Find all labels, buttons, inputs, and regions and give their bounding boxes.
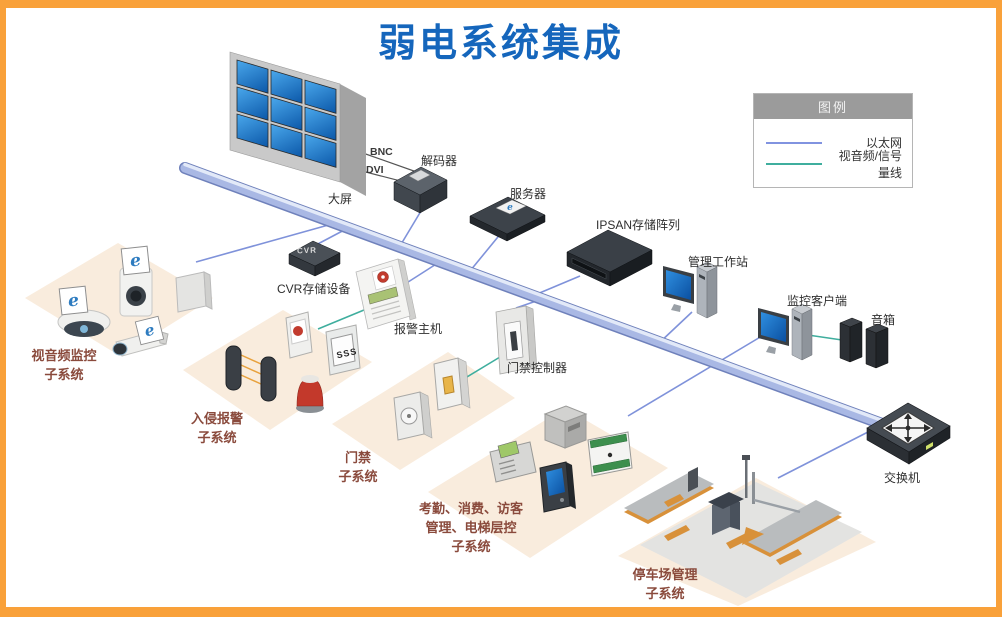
alarm-host-panel [355,258,417,330]
parking-scene [624,455,862,598]
label-line: 子系统 [451,538,491,554]
beam-sensor-icon [225,345,242,391]
server-brand-e-icon: e [507,203,513,213]
brand-e-icon: e [120,245,151,276]
signal-line-swatch [766,162,822,165]
subsystem-label-intrusion-alarm: 入侵报警 子系统 [176,410,258,448]
legend-item-ethernet: 以太网 [766,132,902,153]
line-alarm-intrusion [317,309,365,330]
alarm-keypad [370,300,402,320]
workstation-pc [663,261,718,319]
video-wall [229,51,366,196]
workstation-label: 管理工作站 [688,255,749,269]
line-server [469,231,503,272]
label-line: 入侵报警 [190,411,243,426]
barrier-pole [752,472,755,504]
speaker-label: 音箱 [871,313,896,327]
road-strip [664,525,690,541]
panic-button-icon [293,326,303,336]
label-line: 视音频监控 [31,348,97,363]
cvr-badge: CVR [296,245,318,256]
label-line: 子系统 [645,585,685,601]
big-screen-label: 大屏 [328,192,353,206]
attendance-devices [489,405,633,513]
barrier-arm [753,498,801,514]
ipsan-box [566,229,653,287]
ipsan-label: IPSAN存储阵列 [596,218,681,232]
decoder-logo-icon [408,169,431,182]
label-line: 门禁 [344,450,371,465]
wall-panel-icon [175,271,207,313]
label-line: 停车场管理 [632,567,698,582]
mast-pole [745,458,748,498]
legend-label: 视音频/信号量线 [838,148,902,180]
ir-beams [240,354,262,385]
beam-sensor-icon [260,356,277,402]
legend-box: 图例 以太网 视音频/信号量线 [753,93,913,188]
alarm-lcd [367,286,399,305]
alarm-host-label: 报警主机 [394,322,443,336]
switch-box [866,402,951,465]
legend-label: 以太网 [865,136,902,150]
cvr-box [288,240,341,277]
subsystem-label-parking: 停车场管理 子系统 [615,566,715,604]
brand-e-icon: e [58,285,89,316]
legend-item-signal: 视音频/信号量线 [766,149,902,180]
label-line: 考勤、消费、访客 [418,501,523,516]
road-strip [776,549,802,565]
subsystem-label-attendance: 考勤、消费、访客 管理、电梯层控 子系统 [404,500,538,557]
decoder-label: 解码器 [421,154,458,168]
bnc-label: BNC [370,146,393,158]
subsystem-label-access-control: 门禁 子系统 [320,449,396,487]
server-label: 服务器 [510,187,547,201]
server-brand-badge [495,199,527,215]
access-controller-label: 门禁控制器 [507,361,568,375]
label-line: 子系统 [338,468,378,484]
ticket-machine-icon [688,467,698,492]
decoder-box [393,166,448,214]
ethernet-line-swatch [766,141,822,144]
ipsan-slot [571,257,607,280]
label-line: 子系统 [197,429,237,445]
switch-cross-arrows-icon [881,411,935,445]
switch-led [926,442,933,450]
face-terminal-side [566,462,576,509]
cvr-label: CVR存储设备 [277,282,351,296]
line-client-attendance [627,335,763,417]
island-arrow [664,494,684,507]
label-line: 子系统 [44,366,84,382]
dvi-label: DVI [366,164,384,176]
backbone-cable [179,162,899,434]
switch-label: 交换机 [884,471,921,485]
server-box: e [469,196,546,242]
client-pc [758,303,813,361]
line-parking [777,431,869,479]
access-readers [393,357,471,441]
label-line: 管理、电梯层控 [425,519,517,535]
client-label: 监控客户端 [787,294,848,308]
vibration-icon: SSS [336,346,359,360]
subsystem-label-video-surveillance: 视音频监控 子系统 [18,347,110,385]
access-controller-box [495,305,538,375]
line-cameras [195,223,333,263]
page-title: 弱电系统集成 [377,23,624,65]
legend-title: 图例 [754,94,912,119]
intrusion-devices: SSS [225,311,361,413]
speaker-boxes [839,317,889,369]
